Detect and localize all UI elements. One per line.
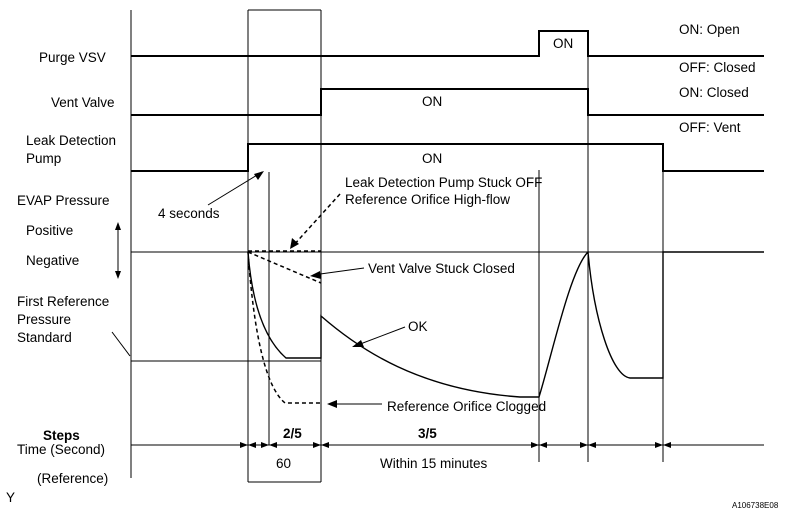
figure-id: A106738E08 <box>732 501 779 510</box>
corner-letter: Y <box>6 490 15 505</box>
timeline-tick <box>531 442 539 448</box>
ok-arrow <box>354 326 406 347</box>
vent-valve-on-label: ON <box>422 94 442 109</box>
label-first-ref-1: First Reference <box>17 294 109 309</box>
pump-stuck-arrow-head <box>290 238 299 249</box>
label-leak-pump-2: Pump <box>26 151 61 166</box>
annotation-vent-stuck-closed: Vent Valve Stuck Closed <box>368 261 515 276</box>
vent-stuck-arrow <box>312 267 365 276</box>
four-seconds-arrow-head <box>254 171 264 180</box>
timeline-tick <box>663 442 671 448</box>
timeline-time-a: 60 <box>276 456 291 471</box>
timeline-tick <box>313 442 321 448</box>
state-off-vent: OFF: Vent <box>679 120 741 135</box>
arrow-head-up <box>115 222 121 230</box>
timeline-time-b: Within 15 minutes <box>380 456 488 471</box>
label-negative: Negative <box>26 253 79 268</box>
state-off-closed: OFF: Closed <box>679 60 756 75</box>
pump-stuck-arrow <box>291 193 341 248</box>
label-leak-pump-1: Leak Detection <box>26 133 116 148</box>
timeline-tick <box>580 442 588 448</box>
annotation-four-seconds: 4 seconds <box>158 206 220 221</box>
label-first-ref-3: Standard <box>17 330 72 345</box>
state-on-closed: ON: Closed <box>679 85 749 100</box>
leak-pump-waveform <box>131 143 764 172</box>
timeline-tick <box>248 442 256 448</box>
timeline-tick <box>655 442 663 448</box>
ok-arrow-head <box>352 340 364 347</box>
four-seconds-arrow <box>207 171 263 206</box>
annotation-ok: OK <box>408 319 428 334</box>
vent-valve-waveform <box>131 88 764 116</box>
timeline-time-label: Time (Second) <box>17 442 105 457</box>
leak-pump-on-label: ON <box>422 151 442 166</box>
timeline-tick <box>261 442 269 448</box>
purge-vsv-waveform <box>131 30 764 57</box>
label-first-ref-2: Pressure <box>17 312 71 327</box>
vent-valve-stuck-closed-dashed-line <box>247 251 322 284</box>
arrow-head-down <box>115 271 121 279</box>
vent-stuck-arrow-head <box>310 271 321 279</box>
timeline-tick <box>539 442 547 448</box>
timeline-tick <box>321 442 329 448</box>
orifice-clogged-arrow-head <box>327 400 337 408</box>
reference-orifice-clogged-curve <box>247 251 321 404</box>
purge-vsv-on-label: ON <box>553 36 573 51</box>
annotation-orifice-high-flow: Reference Orifice High-flow <box>345 192 510 207</box>
timeline-steps-label: Steps <box>43 428 80 443</box>
label-positive: Positive <box>26 223 73 238</box>
timeline-tick <box>240 442 248 448</box>
annotation-orifice-clogged: Reference Orifice Clogged <box>387 399 546 414</box>
label-vent-valve: Vent Valve <box>51 95 115 110</box>
timeline-tick <box>588 442 596 448</box>
label-evap-pressure: EVAP Pressure <box>17 193 110 208</box>
annotation-pump-stuck-off: Leak Detection Pump Stuck OFF <box>345 175 542 190</box>
timeline-step-b: 3/5 <box>418 426 437 441</box>
label-purge-vsv: Purge VSV <box>39 50 106 65</box>
first-ref-pointer <box>111 331 131 357</box>
state-on-open: ON: Open <box>679 22 740 37</box>
timeline-step-a: 2/5 <box>283 426 302 441</box>
ok-pressure-curve <box>247 250 764 398</box>
timeline-reference-label: (Reference) <box>37 471 108 486</box>
timeline-tick <box>269 442 277 448</box>
